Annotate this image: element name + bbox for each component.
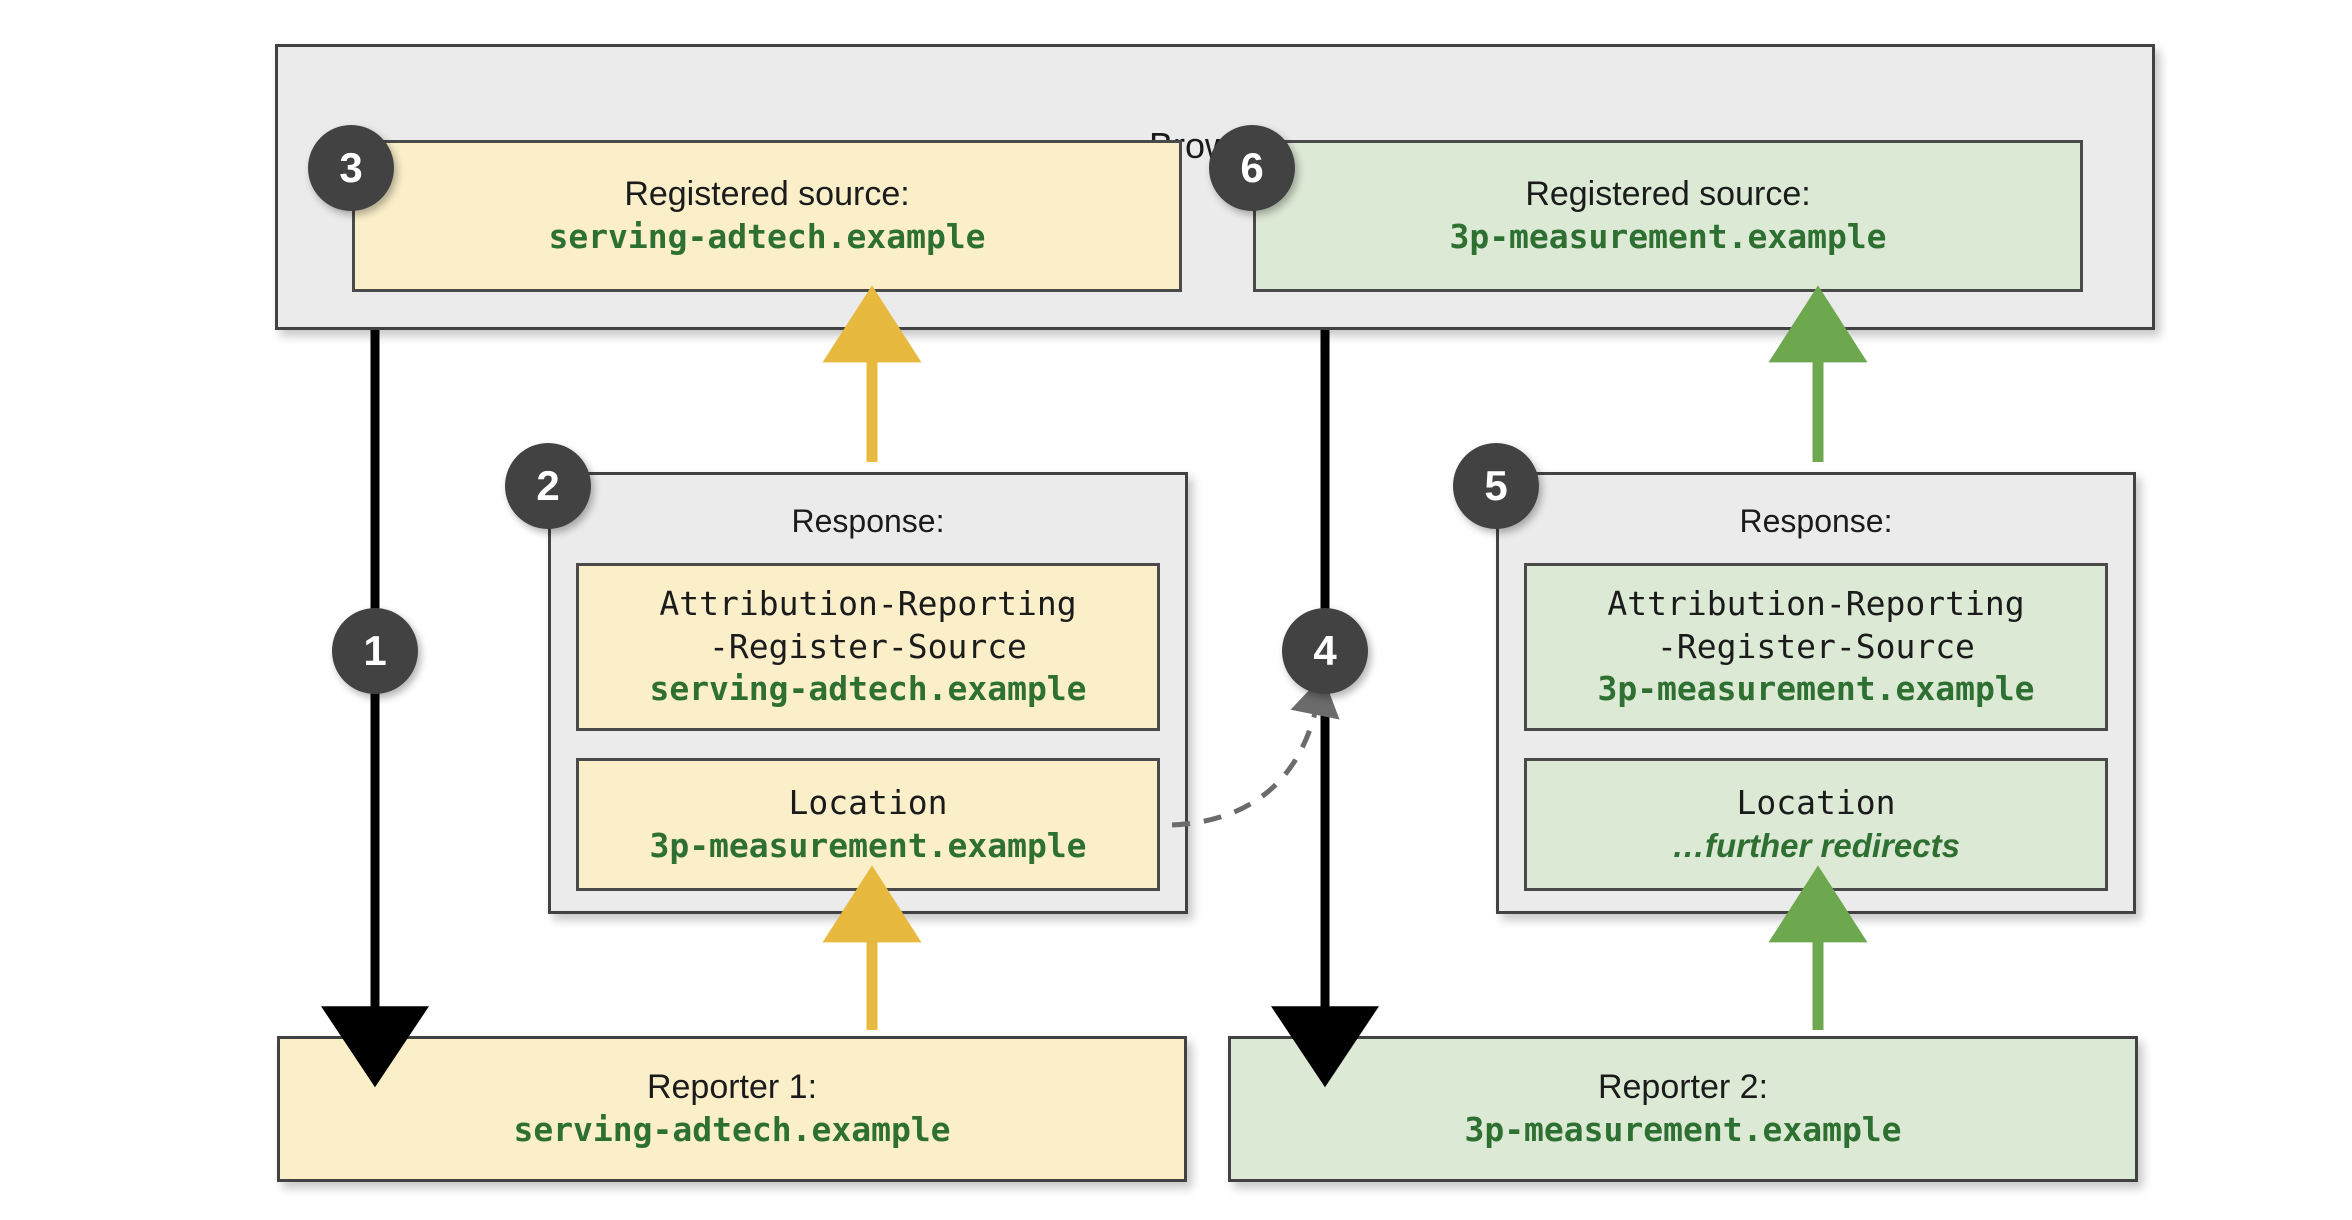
registered-source-heading-1: Registered source:	[624, 175, 910, 214]
arrow-redirect-dashed	[1171, 675, 1340, 828]
step-badge-6: 6	[1209, 125, 1295, 211]
step-badge-1: 1	[332, 608, 418, 694]
response-2-card-register-source: Attribution-Reporting -Register-Source s…	[576, 563, 1160, 731]
reporter-2-box: Reporter 2: 3p-measurement.example	[1228, 1036, 2138, 1182]
response-panel-5-title: Response:	[1739, 503, 1893, 539]
step-badge-6-label: 6	[1240, 144, 1264, 191]
response-panel-2-title: Response:	[791, 503, 945, 539]
reporter-2-domain: 3p-measurement.example	[1464, 1109, 1902, 1149]
registered-source-domain-1: serving-adtech.example	[548, 216, 986, 256]
step-badge-3-label: 3	[339, 144, 363, 191]
step-badge-1-label: 1	[363, 627, 387, 674]
step-badge-2: 2	[505, 443, 591, 529]
registered-source-card-serving-adtech: Registered source: serving-adtech.exampl…	[352, 140, 1182, 292]
response-5-card-2-value: …further redirects	[1672, 826, 1960, 864]
response-2-card-2-value: 3p-measurement.example	[649, 825, 1087, 865]
registered-source-domain-2: 3p-measurement.example	[1449, 216, 1887, 256]
registered-source-card-3p-measurement: Registered source: 3p-measurement.exampl…	[1253, 140, 2083, 292]
response-5-card-1-value: 3p-measurement.example	[1597, 669, 2035, 709]
step-badge-4: 4	[1282, 608, 1368, 694]
reporter-2-heading: Reporter 2:	[1597, 1068, 1769, 1107]
reporter-1-heading: Reporter 1:	[646, 1068, 818, 1107]
response-5-card-1-header-line2: -Register-Source	[1657, 626, 1975, 666]
response-2-card-1-value: serving-adtech.example	[649, 669, 1087, 709]
response-5-card-1-header-line1: Attribution-Reporting	[1607, 583, 2025, 623]
registered-source-heading-2: Registered source:	[1525, 175, 1811, 214]
response-5-card-2-header-line1: Location	[1736, 782, 1896, 822]
step-badge-5: 5	[1453, 443, 1539, 529]
response-5-card-register-source: Attribution-Reporting -Register-Source 3…	[1524, 563, 2108, 731]
reporter-1-domain: serving-adtech.example	[513, 1109, 951, 1149]
step-badge-5-label: 5	[1484, 462, 1508, 509]
response-2-card-1-header-line1: Attribution-Reporting	[659, 583, 1077, 623]
response-2-card-2-header-line1: Location	[788, 782, 948, 822]
response-2-card-1-header-line2: -Register-Source	[709, 626, 1027, 666]
step-badge-3: 3	[308, 125, 394, 211]
step-badge-2-label: 2	[536, 462, 560, 509]
step-badge-4-label: 4	[1313, 627, 1337, 674]
